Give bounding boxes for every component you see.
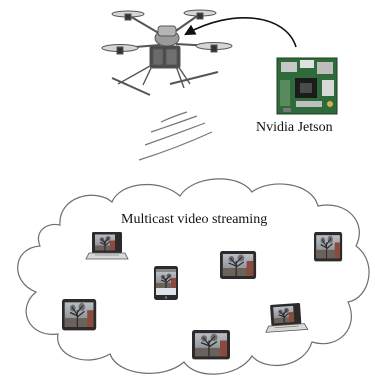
tablet-icon — [191, 329, 231, 361]
tablet-icon — [61, 298, 97, 332]
wireless-signal-icon — [138, 111, 213, 161]
tablet-icon — [313, 231, 343, 263]
quadcopter-drone-icon — [101, 9, 233, 96]
laptop-icon — [86, 232, 128, 259]
jetson-board-icon — [276, 57, 338, 115]
data-link-arrow — [184, 17, 297, 48]
streaming-label: Multicast video streaming — [121, 212, 268, 227]
tablet-icon — [154, 266, 178, 300]
jetson-label: Nvidia Jetson — [256, 120, 333, 135]
tablet-icon — [219, 250, 257, 280]
